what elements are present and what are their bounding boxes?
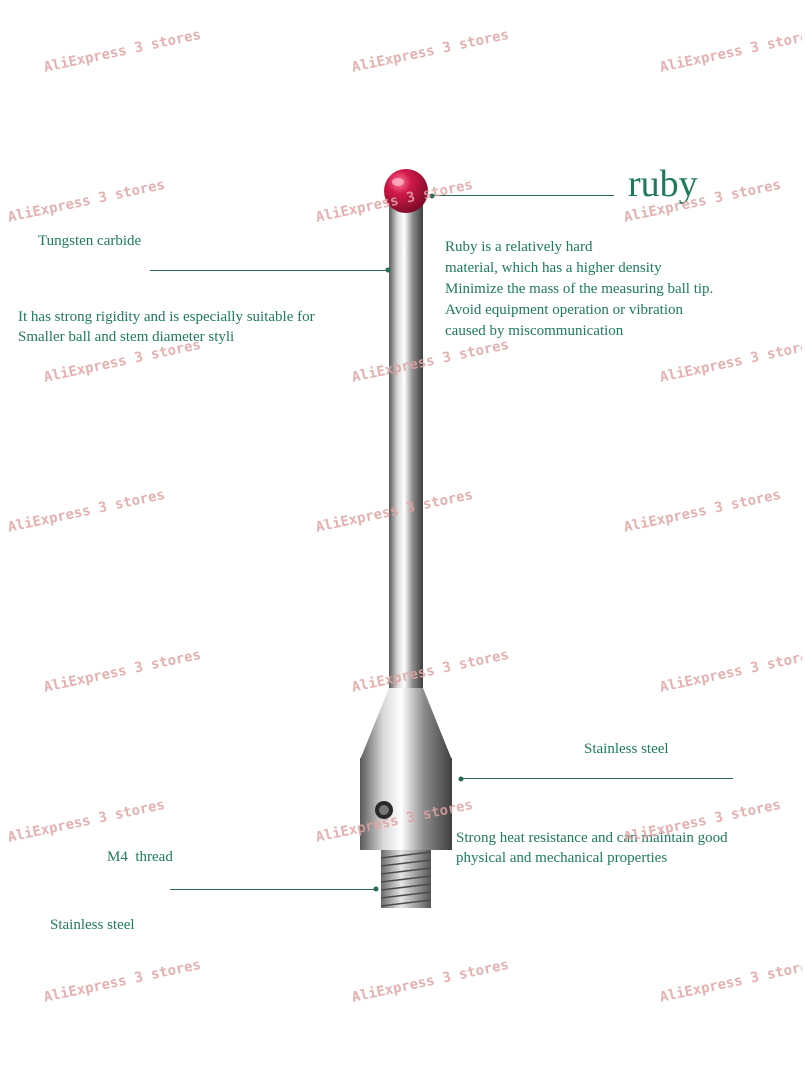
leader-dot-stainless-left: [373, 886, 379, 892]
tungsten-label: Tungsten carbide: [38, 233, 142, 249]
ruby-ball: [384, 169, 428, 213]
leader-dot-stainless-right: [458, 776, 464, 782]
ruby-title: ruby: [628, 163, 698, 205]
leader-line-stainless-right: [463, 778, 733, 779]
tungsten-stem: [389, 200, 423, 690]
ruby-description: Ruby is a relatively hard material, whic…: [445, 239, 714, 339]
leader-line-tungsten: [150, 270, 386, 271]
leader-line-ruby: [434, 195, 614, 196]
stainless-steel-right-label: Stainless steel: [584, 741, 669, 757]
body-hole-inner: [379, 805, 389, 815]
m4-thread-label: M4 thread: [107, 849, 173, 865]
leader-dot-tungsten: [385, 267, 391, 273]
leader-dot-ruby: [429, 193, 435, 199]
leader-line-stainless-left: [170, 889, 374, 890]
thread-ridges: [380, 851, 432, 907]
rigidity-description: It has strong rigidity and is especially…: [18, 309, 315, 345]
ruby-highlight: [392, 178, 404, 186]
stainless-body: [360, 758, 452, 850]
stainless-steel-left-label: Stainless steel: [50, 917, 135, 933]
stainless-cone: [360, 688, 452, 760]
heat-resistance-description: Strong heat resistance and can maintain …: [456, 830, 728, 866]
